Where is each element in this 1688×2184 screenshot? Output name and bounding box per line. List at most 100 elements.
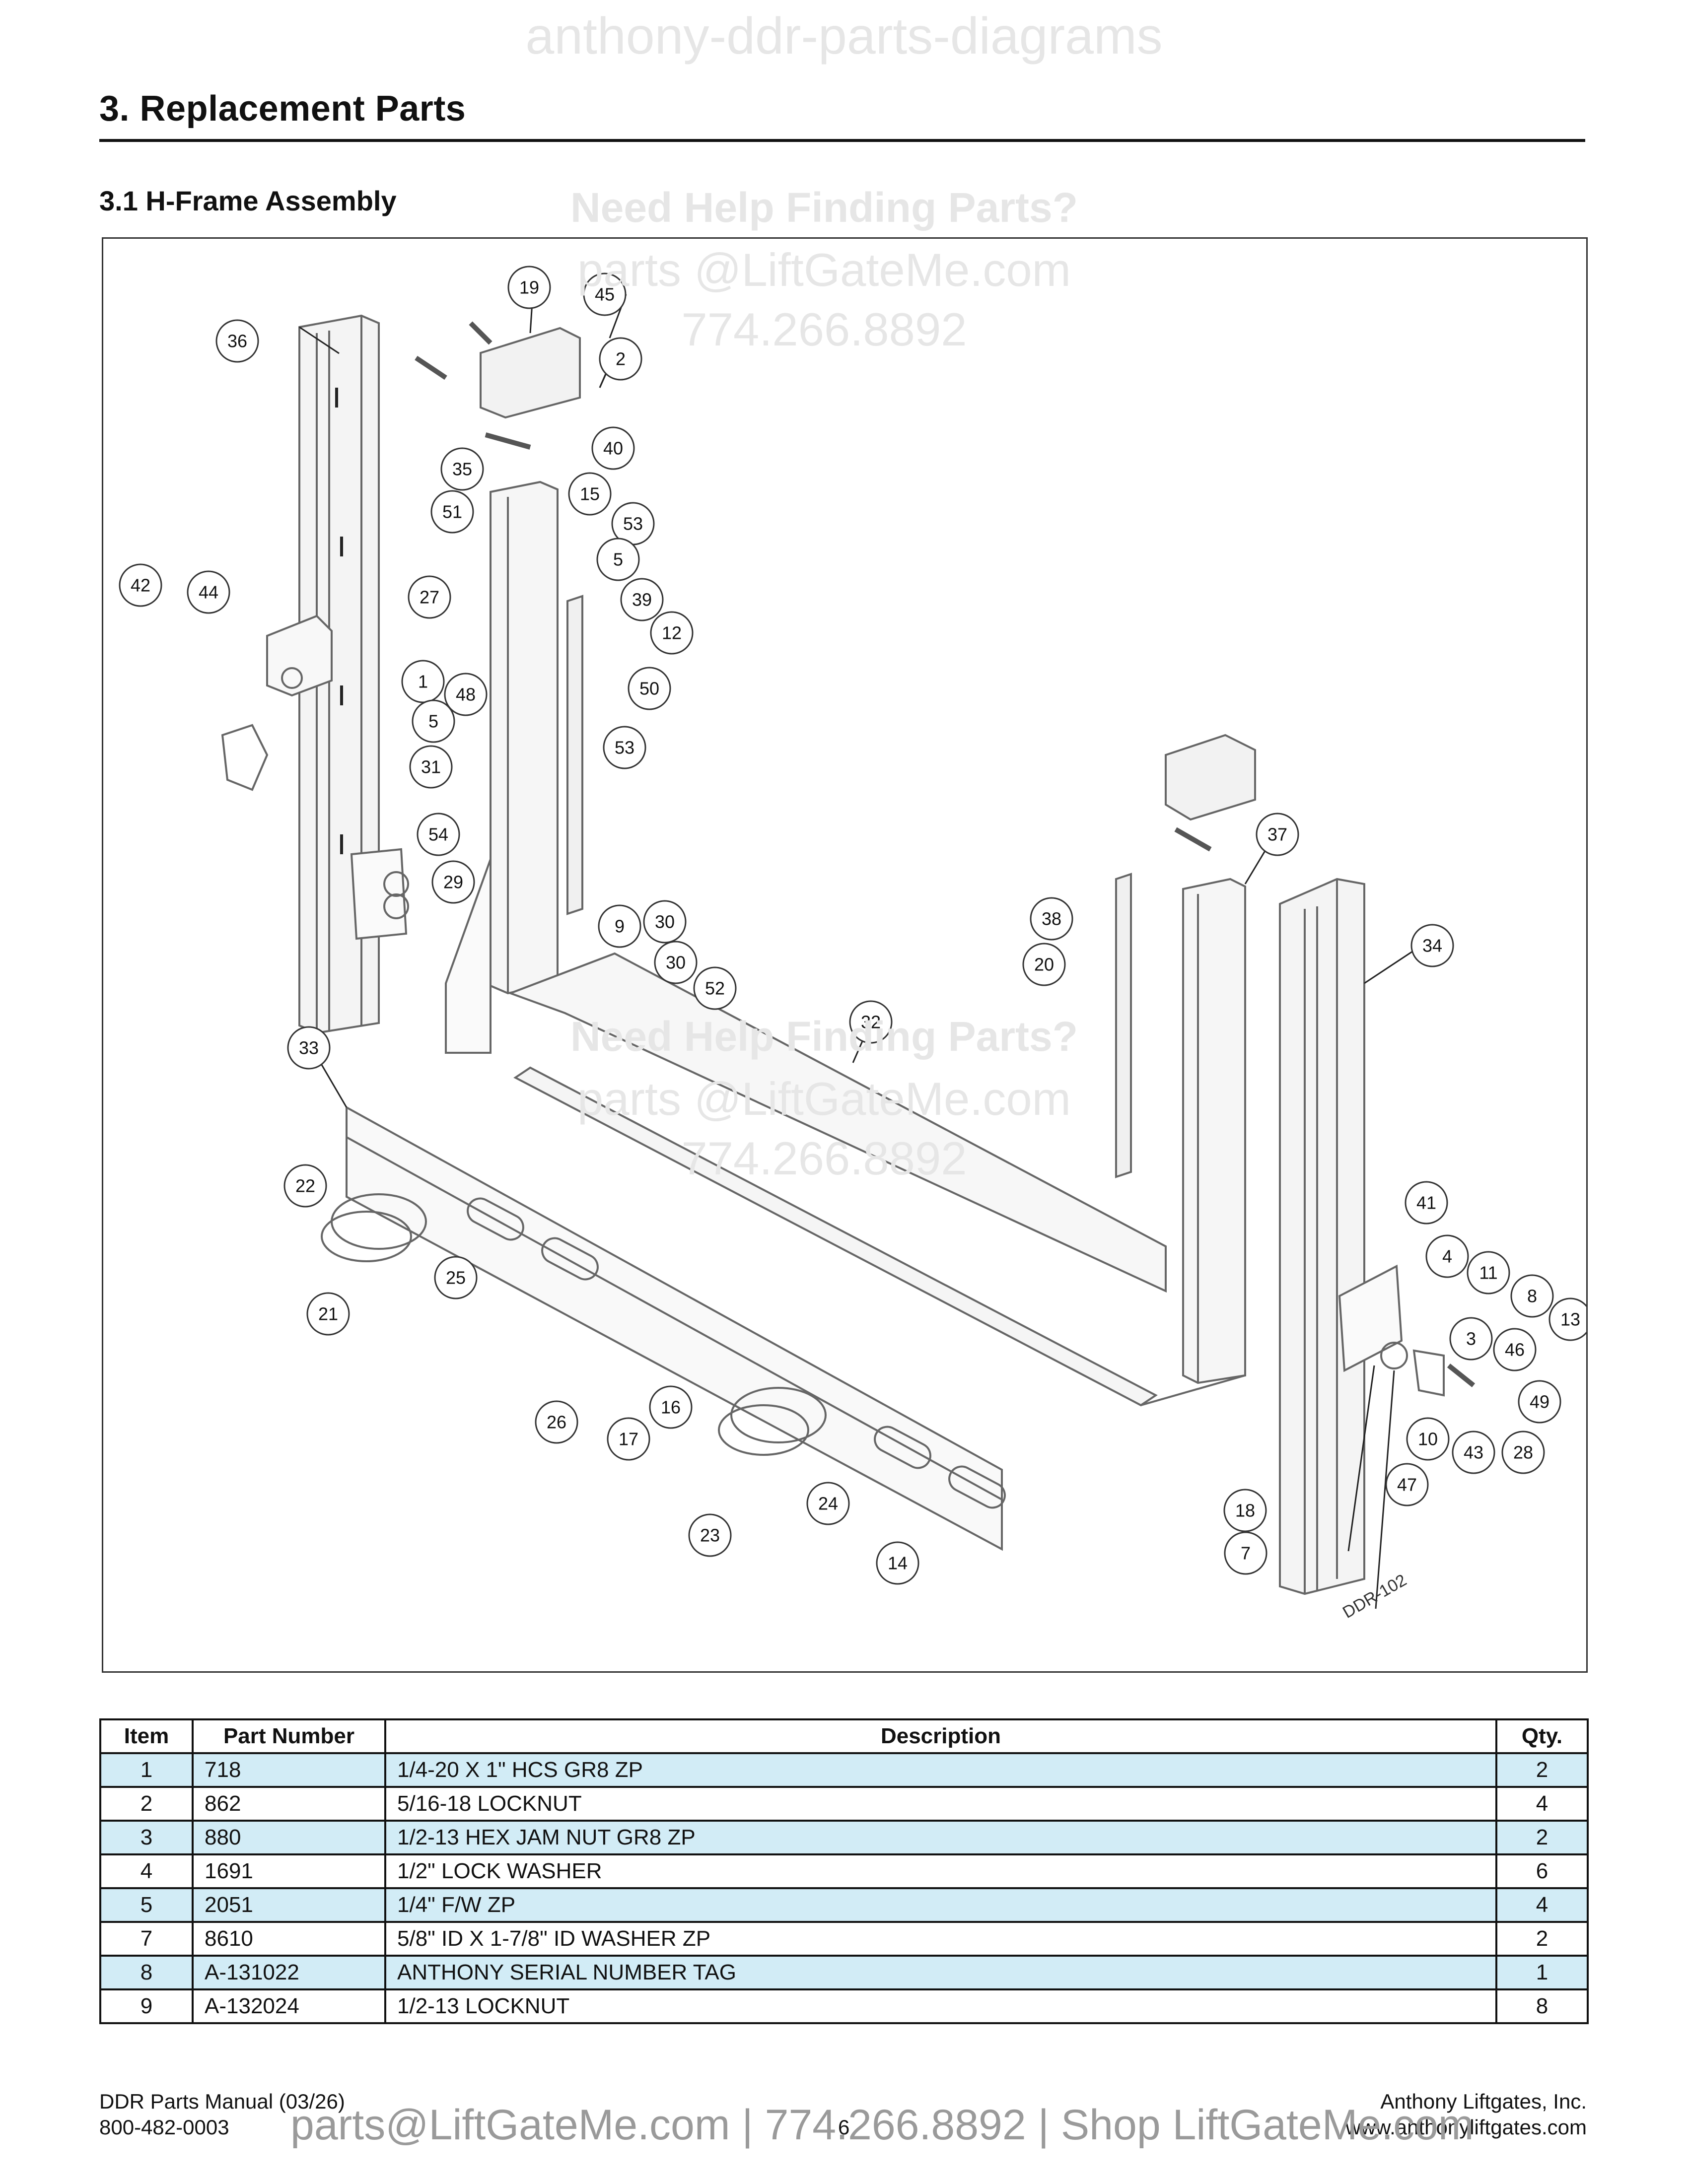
watermark-help-1: Need Help Finding Parts?: [570, 184, 1078, 231]
table-row: 5 2051 1/4" F/W ZP 4: [99, 1887, 1589, 1923]
callout-22: 22: [295, 1176, 315, 1196]
parts-diagram: 19 45 36 2 35 40 51 15 53 5 42 44 27 39 …: [102, 237, 1588, 1673]
footer-page-number: 6: [838, 2116, 850, 2139]
row-item: 1: [99, 1752, 194, 1788]
title-rule: [99, 139, 1585, 142]
table-row: 4 1691 1/2" LOCK WASHER 6: [99, 1853, 1589, 1889]
watermark-email-1: parts @LiftGateMe.com: [577, 244, 1071, 296]
callout-54: 54: [428, 824, 448, 845]
row-description: 1/2" LOCK WASHER: [384, 1853, 1497, 1889]
watermark-top: anthony-ddr-parts-diagrams: [525, 7, 1163, 65]
callout-19: 19: [519, 277, 539, 298]
row-item: 7: [99, 1921, 194, 1957]
callout-48: 48: [456, 684, 476, 705]
callout-24: 24: [818, 1494, 838, 1514]
table-row: 3 880 1/2-13 HEX JAM NUT GR8 ZP 2: [99, 1820, 1589, 1855]
callout-46: 46: [1505, 1340, 1525, 1360]
callout-20: 20: [1034, 955, 1054, 975]
callout-49: 49: [1530, 1392, 1549, 1412]
row-qty: 4: [1495, 1786, 1589, 1822]
row-qty: 4: [1495, 1887, 1589, 1923]
callout-30b: 30: [666, 953, 686, 973]
table-header-row: Item Part Number Description Qty.: [99, 1718, 1589, 1754]
watermark-email-2: parts @LiftGateMe.com: [577, 1073, 1071, 1125]
row-qty: 1: [1495, 1955, 1589, 1990]
row-description: 1/2-13 HEX JAM NUT GR8 ZP: [384, 1820, 1497, 1855]
callout-30: 30: [655, 912, 675, 932]
callout-14: 14: [888, 1553, 908, 1573]
callout-52: 52: [705, 978, 725, 999]
row-description: 1/4-20 X 1" HCS GR8 ZP: [384, 1752, 1497, 1788]
table-row: 9 A-132024 1/2-13 LOCKNUT 8: [99, 1988, 1589, 2024]
header-description: Description: [384, 1718, 1497, 1754]
callout-37: 37: [1267, 824, 1287, 845]
callout-53: 53: [623, 514, 643, 534]
row-item: 3: [99, 1820, 194, 1855]
callout-39: 39: [632, 590, 652, 610]
row-part-number: 880: [192, 1820, 386, 1855]
callout-47: 47: [1397, 1475, 1417, 1495]
callout-41: 41: [1416, 1193, 1436, 1213]
row-qty: 2: [1495, 1921, 1589, 1957]
callout-50: 50: [639, 679, 659, 699]
callout-43: 43: [1464, 1442, 1483, 1463]
row-description: 1/2-13 LOCKNUT: [384, 1988, 1497, 2024]
callout-45: 45: [595, 284, 615, 305]
callout-51: 51: [442, 502, 462, 522]
callout-28: 28: [1513, 1442, 1533, 1463]
row-part-number: 718: [192, 1752, 386, 1788]
callout-33: 33: [299, 1038, 319, 1058]
row-part-number: 862: [192, 1786, 386, 1822]
callout-32: 32: [861, 1012, 881, 1032]
footer-website: www.anthonyliftgates.com: [1345, 2116, 1587, 2139]
table-row: 2 862 5/16-18 LOCKNUT 4: [99, 1786, 1589, 1822]
h-frame-exploded-view: 19 45 36 2 35 40 51 15 53 5 42 44 27 39 …: [119, 266, 1586, 1622]
callout-15: 15: [580, 484, 600, 504]
header-qty: Qty.: [1495, 1718, 1589, 1754]
row-item: 4: [99, 1853, 194, 1889]
callout-4: 4: [1442, 1246, 1452, 1267]
row-item: 5: [99, 1887, 194, 1923]
row-description: 5/16-18 LOCKNUT: [384, 1786, 1497, 1822]
callout-5b: 5: [428, 711, 438, 732]
table-row: 7 8610 5/8" ID X 1-7/8" ID WASHER ZP 2: [99, 1921, 1589, 1957]
row-item: 9: [99, 1988, 194, 2024]
row-qty: 2: [1495, 1752, 1589, 1788]
table-row: 1 718 1/4-20 X 1" HCS GR8 ZP 2: [99, 1752, 1589, 1788]
row-part-number: 8610: [192, 1921, 386, 1957]
callout-36: 36: [227, 331, 247, 351]
callout-25: 25: [446, 1268, 466, 1288]
callout-38: 38: [1042, 909, 1061, 929]
callout-5: 5: [613, 549, 623, 570]
callout-12: 12: [662, 623, 682, 643]
callout-26: 26: [547, 1412, 566, 1433]
watermark-phone-2: 774.266.8892: [681, 1132, 967, 1184]
callout-7: 7: [1241, 1543, 1251, 1564]
row-description: 5/8" ID X 1-7/8" ID WASHER ZP: [384, 1921, 1497, 1957]
row-description: ANTHONY SERIAL NUMBER TAG: [384, 1955, 1497, 1990]
row-part-number: 1691: [192, 1853, 386, 1889]
watermark-phone-1: 774.266.8892: [681, 303, 967, 355]
callout-17: 17: [619, 1429, 638, 1449]
row-qty: 2: [1495, 1820, 1589, 1855]
row-item: 2: [99, 1786, 194, 1822]
parts-table: Item Part Number Description Qty. 1 718 …: [99, 1718, 1589, 2024]
row-item: 8: [99, 1955, 194, 1990]
callout-27: 27: [420, 587, 439, 608]
row-description: 1/4" F/W ZP: [384, 1887, 1497, 1923]
callout-31: 31: [421, 757, 441, 777]
row-qty: 8: [1495, 1988, 1589, 2024]
footer-manual: DDR Parts Manual (03/26): [99, 2090, 345, 2113]
section-title: 3. Replacement Parts: [99, 89, 466, 129]
callout-2: 2: [616, 349, 626, 369]
callout-40: 40: [603, 438, 623, 459]
header-part-number: Part Number: [192, 1718, 386, 1754]
callout-13: 13: [1560, 1309, 1580, 1330]
callout-3: 3: [1466, 1329, 1476, 1349]
callout-29: 29: [443, 872, 463, 892]
footer-phone: 800-482-0003: [99, 2116, 229, 2139]
callout-16: 16: [661, 1397, 681, 1418]
callout-42: 42: [131, 575, 150, 596]
row-part-number: A-131022: [192, 1955, 386, 1990]
table-row: 8 A-131022 ANTHONY SERIAL NUMBER TAG 1: [99, 1955, 1589, 1990]
